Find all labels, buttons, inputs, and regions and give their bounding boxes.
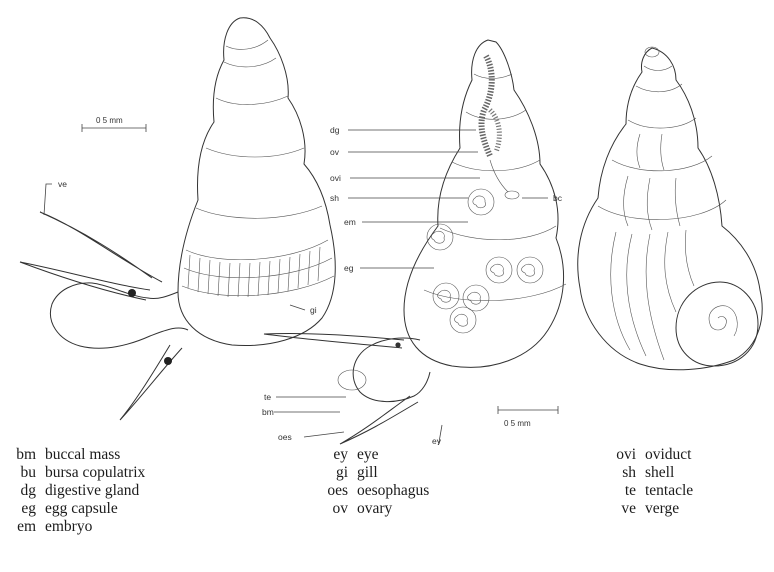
legend-abbr: bu <box>0 464 36 481</box>
legend-term: bursa copulatrix <box>45 464 145 481</box>
legend-term: egg capsule <box>45 500 118 517</box>
label-em: em <box>344 217 356 227</box>
scale-bar-middle-label: 0 5 mm <box>504 419 531 428</box>
label-bc: bc <box>553 193 563 203</box>
legend-term: eye <box>357 446 379 463</box>
legend-abbr: dg <box>0 482 36 499</box>
snail-anatomy-figure: ve gi 0 5 mm <box>0 0 774 445</box>
label-ovi: ovi <box>330 173 341 183</box>
label-bm: bm <box>262 407 274 417</box>
label-te: te <box>264 392 271 402</box>
left-snail-drawing: ve gi 0 5 mm <box>20 18 335 420</box>
legend-abbr: ovi <box>600 446 636 463</box>
legend-item: te tentacle <box>600 482 693 499</box>
label-gi: gi <box>310 305 317 315</box>
legend-abbr: oes <box>310 482 348 499</box>
legend-item: oes oesophagus <box>310 482 429 499</box>
eye-lower <box>164 357 172 365</box>
legend-abbr: ov <box>310 500 348 517</box>
label-ov: ov <box>330 147 340 157</box>
legend-item: eg egg capsule <box>0 500 118 517</box>
label-eg: eg <box>344 263 354 273</box>
legend-abbr: ve <box>600 500 636 517</box>
legend-abbr: ey <box>310 446 348 463</box>
legend-abbr: eg <box>0 500 36 517</box>
middle-snail-drawing: dg ov ovi sh em eg bc te bm oes ey 0 5 m… <box>262 40 566 445</box>
label-sh: sh <box>330 193 339 203</box>
growth-lines <box>611 134 694 360</box>
legend-term: oesophagus <box>357 482 429 499</box>
legend-term: tentacle <box>645 482 693 499</box>
buccal-mass <box>338 370 366 390</box>
legend-abbr: te <box>600 482 636 499</box>
legend-term: ovary <box>357 500 392 517</box>
legend-term: shell <box>645 464 674 481</box>
legend-abbr: em <box>0 518 36 535</box>
legend-item: dg digestive gland <box>0 482 139 499</box>
legend-term: oviduct <box>645 446 692 463</box>
legend-term: digestive gland <box>45 482 139 499</box>
egg-capsules <box>427 189 543 333</box>
legend-term: verge <box>645 500 679 517</box>
legend-abbr: bm <box>0 446 36 463</box>
label-ey: ey <box>432 436 442 445</box>
legend-abbr: gi <box>310 464 348 481</box>
legend-abbr: sh <box>600 464 636 481</box>
gill-hatching <box>182 240 334 297</box>
digestive-gland-ovary <box>482 56 500 156</box>
right-shell-drawing <box>578 47 762 370</box>
bursa-copulatrix <box>505 191 519 199</box>
label-dg: dg <box>330 125 340 135</box>
legend-item: bm buccal mass <box>0 446 120 463</box>
legend-item: bu bursa copulatrix <box>0 464 145 481</box>
legend-item: ovi oviduct <box>600 446 692 463</box>
legend-term: embryo <box>45 518 92 535</box>
label-ve: ve <box>58 179 67 189</box>
label-oes: oes <box>278 432 292 442</box>
legend-term: gill <box>357 464 378 481</box>
legend-item: em embryo <box>0 518 92 535</box>
scale-bar-middle: 0 5 mm <box>498 406 558 428</box>
eye-upper <box>128 289 136 297</box>
scale-bar-left: 0 5 mm <box>82 116 146 132</box>
legend-term: buccal mass <box>45 446 120 463</box>
scale-bar-left-label: 0 5 mm <box>96 116 123 125</box>
